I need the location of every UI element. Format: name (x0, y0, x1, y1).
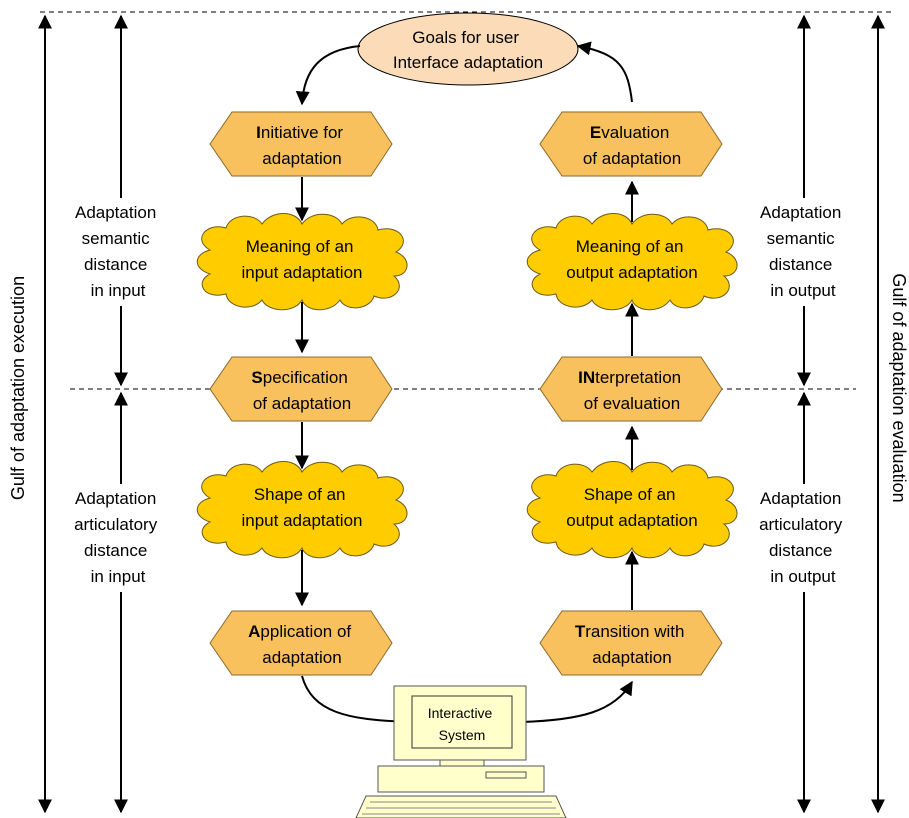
right-articulatory-label-bg (748, 484, 860, 592)
shape-input-cloud (196, 461, 408, 559)
specification-label: Specification of adaptation (251, 368, 352, 413)
left-articulatory-label-bg (60, 484, 178, 592)
gulf-evaluation-label: Gulf of adaptation evaluation (889, 273, 909, 502)
computer-icon (355, 685, 567, 818)
application-to-system-arrow (301, 675, 412, 729)
left-semantic-label-bg (60, 198, 178, 306)
initiative-hexagon (209, 111, 393, 177)
application-label: Application of adaptation (248, 622, 356, 667)
goals-label: Goals for user Interface adaptation (393, 28, 543, 72)
right-semantic-label-bg (748, 198, 860, 306)
evaluation-hexagon (539, 111, 723, 177)
meaning-output-cloud (526, 213, 738, 311)
goals-ellipse (357, 12, 579, 86)
computer-base (377, 765, 545, 793)
transition-label: Transition with adaptation (575, 622, 689, 667)
gulf-execution-label: Gulf of adaptation execution (8, 276, 28, 500)
initiative-label: Initiative for adaptation (256, 123, 348, 168)
keyboard (355, 795, 567, 818)
left-semantic-distance-label: Adaptation semantic distance in input (75, 203, 161, 300)
shape-input-label: Shape of an input adaptation (242, 485, 363, 530)
left-articulatory-distance-label: Adaptation articulatory distance in inpu… (74, 489, 162, 586)
transition-hexagon (539, 610, 723, 676)
disk-drive-slot (485, 771, 527, 779)
right-semantic-distance-label: Adaptation semantic distance in output (760, 203, 846, 300)
interpretation-label: INterpretation of evaluation (578, 368, 686, 413)
right-articulatory-distance-label: Adaptation articulatory distance in outp… (759, 489, 847, 586)
interpretation-hexagon (539, 356, 723, 422)
monitor-stand (439, 759, 485, 767)
evaluation-label: Evaluation of adaptation (583, 123, 681, 168)
system-to-transition-arrow (521, 680, 633, 723)
shape-output-label: Shape of an output adaptation (566, 485, 697, 530)
application-hexagon (209, 610, 393, 676)
meaning-input-cloud (196, 213, 408, 311)
shape-output-cloud (526, 461, 738, 559)
monitor-screen (411, 695, 513, 749)
evaluation-to-goals-arrow (576, 41, 633, 103)
specification-hexagon (209, 356, 393, 422)
meaning-input-label: Meaning of an input adaptation (242, 237, 363, 282)
interactive-system-label: Interactive System (428, 705, 496, 743)
meaning-output-label: Meaning of an output adaptation (566, 237, 697, 282)
goals-to-initiative-arrow (295, 45, 361, 106)
